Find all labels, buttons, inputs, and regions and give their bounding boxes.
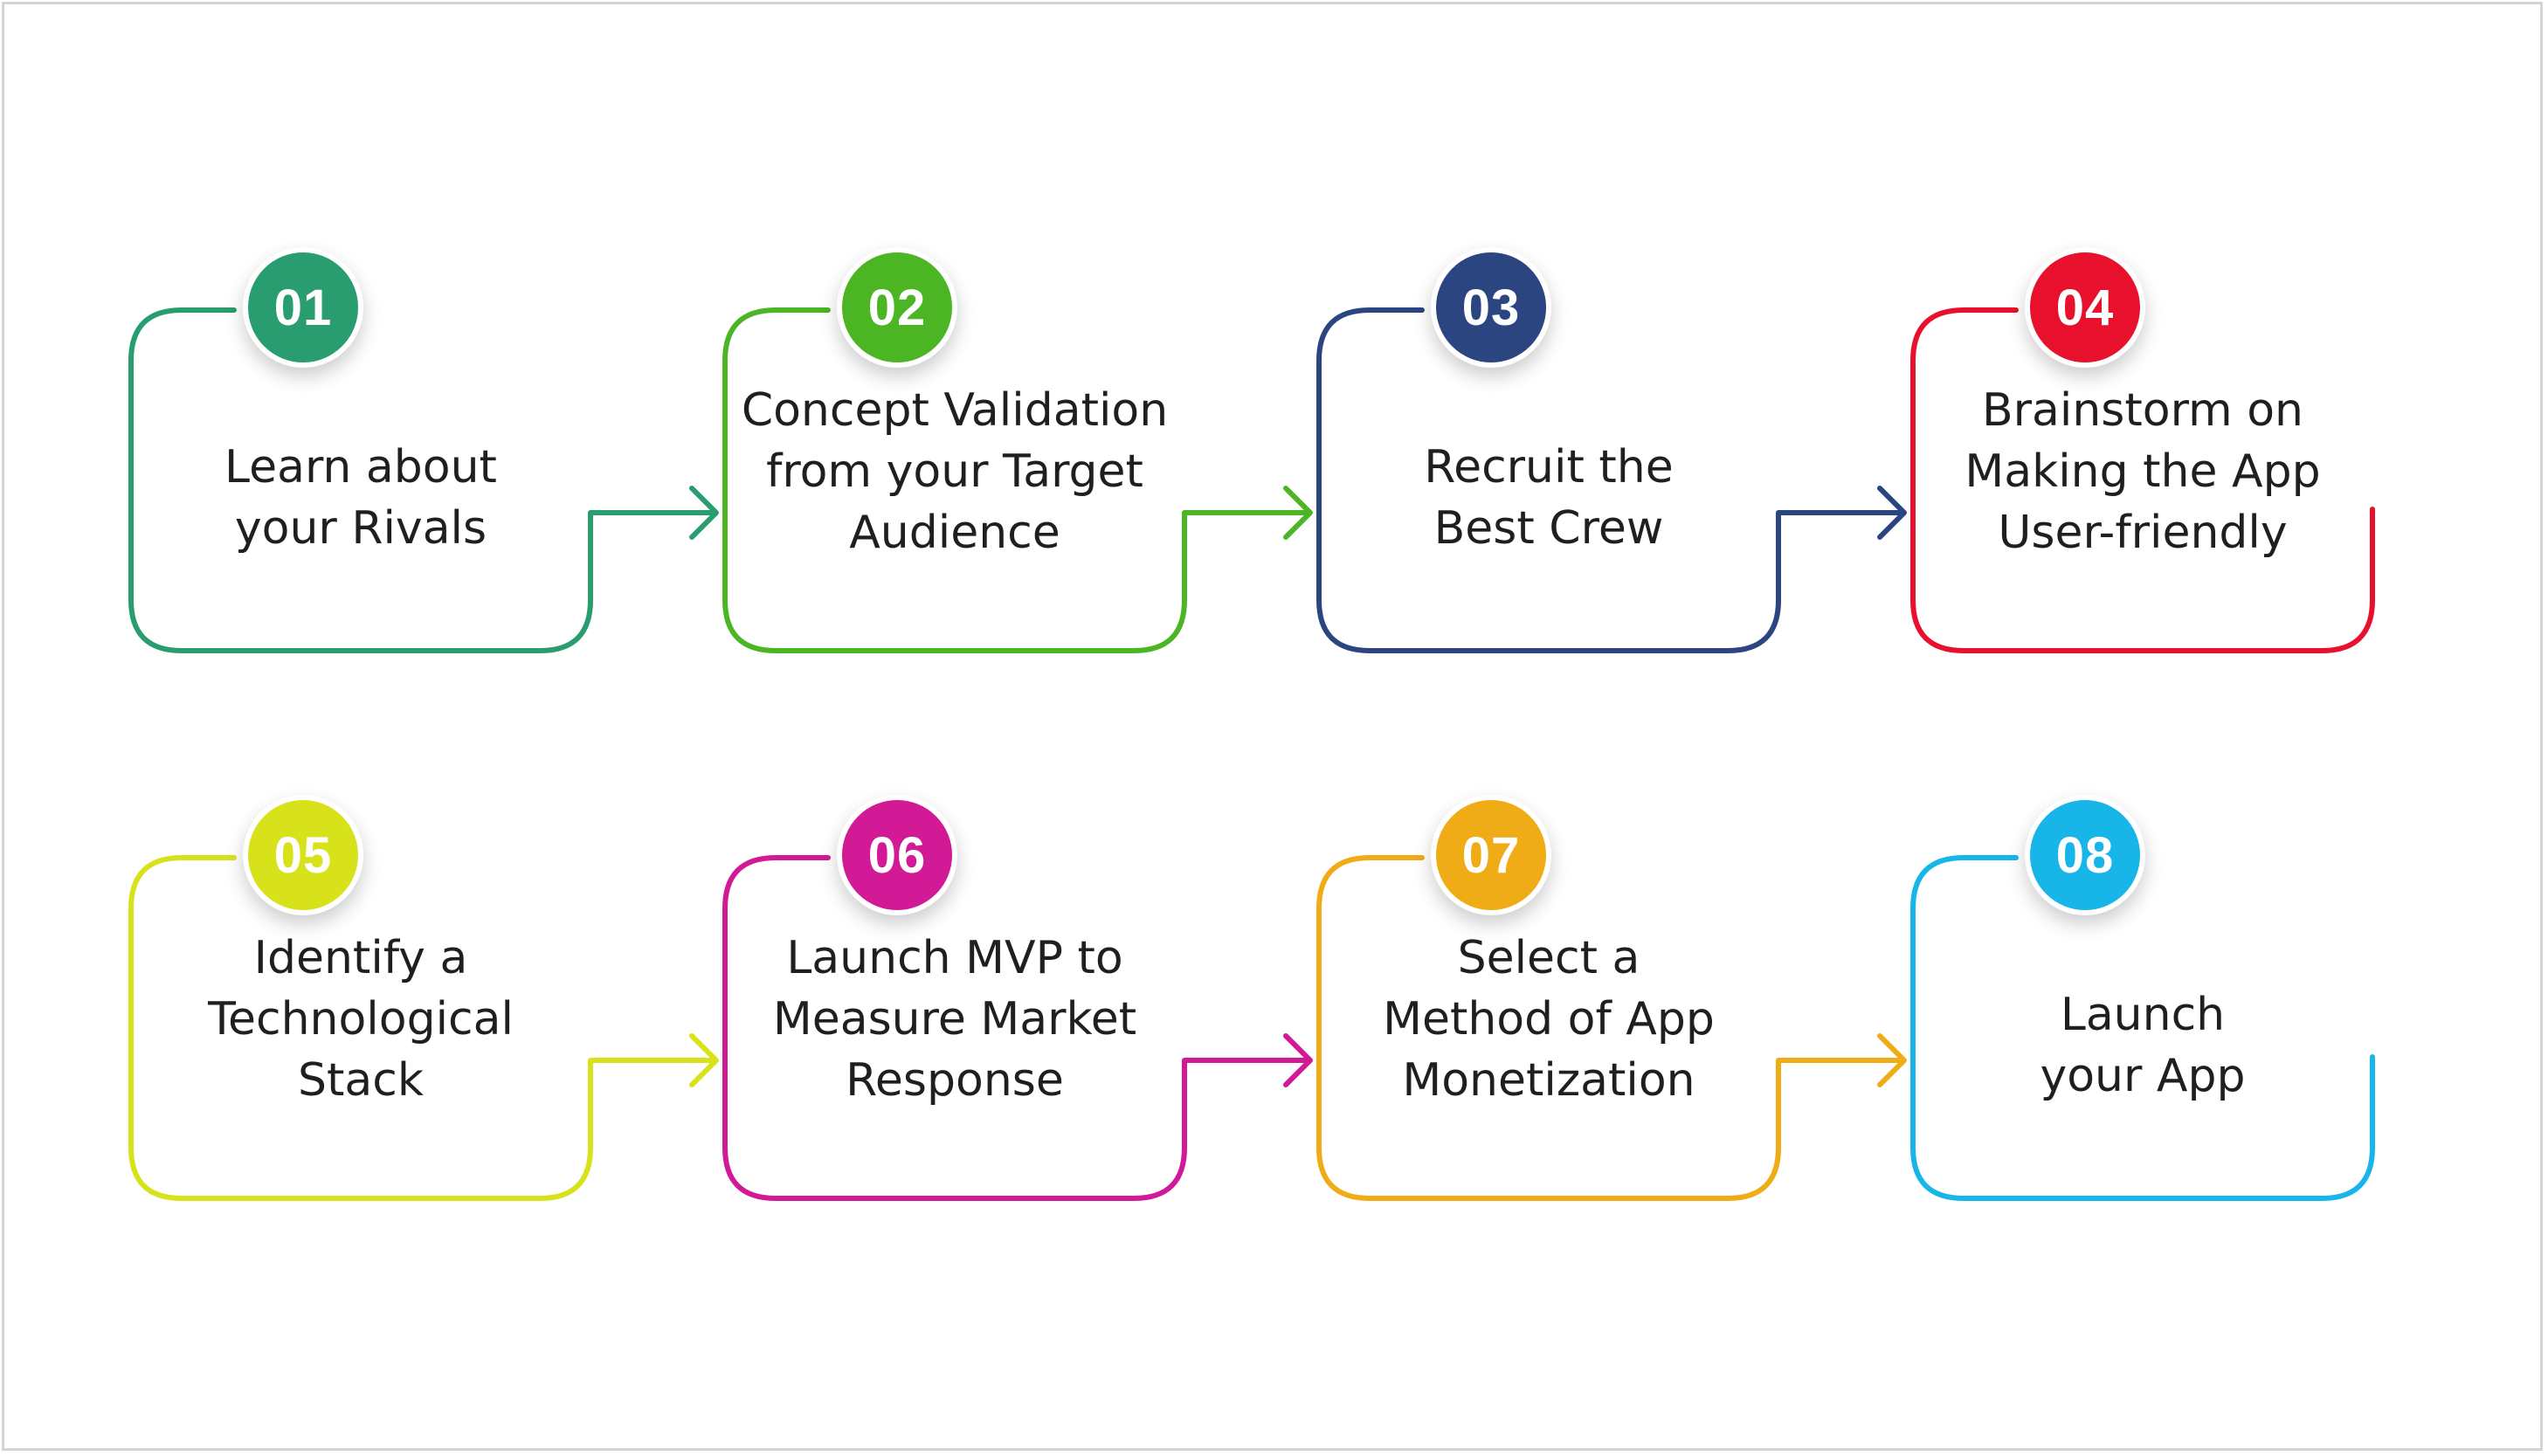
step-06-badge: 06	[837, 795, 957, 915]
step-06-connector-arrow	[722, 855, 1313, 1201]
step-number: 01	[273, 279, 333, 336]
step-label-line: Learn about	[224, 441, 497, 493]
step-08-badge: 08	[2025, 795, 2145, 915]
step-label-line: Technological	[208, 993, 514, 1045]
step-number: 08	[2055, 826, 2115, 884]
step-number: 05	[273, 826, 333, 884]
step-label-line: Launch	[2060, 989, 2226, 1041]
step-01-label: Learn about your Rivals	[140, 437, 582, 559]
step-label-line: Best Crew	[1433, 502, 1664, 555]
step-label-line: User-friendly	[1998, 507, 2288, 559]
step-number: 07	[1461, 826, 1521, 884]
step-04-badge: 04	[2025, 247, 2145, 368]
step-03-connector-arrow	[1316, 307, 1907, 653]
step-label-line: Measure Market	[772, 993, 1137, 1045]
step-number: 06	[867, 826, 927, 884]
step-number: 03	[1461, 279, 1521, 336]
step-label-line: Method of App	[1383, 993, 1715, 1045]
step-label-line: Brainstorm on	[1981, 384, 2304, 437]
step-02-connector-arrow	[722, 307, 1313, 653]
step-label-line: Audience	[849, 507, 1060, 559]
step-label-line: Making the App	[1965, 445, 2321, 498]
step-label-line: your App	[2040, 1050, 2246, 1102]
step-label-line: your Rivals	[234, 502, 487, 555]
step-label-line: Stack	[298, 1054, 424, 1107]
step-label-line: Response	[846, 1054, 1064, 1107]
step-01-badge: 01	[243, 247, 363, 368]
step-01-connector-arrow	[128, 307, 719, 653]
step-number: 04	[2055, 279, 2115, 336]
step-number: 02	[867, 279, 927, 336]
step-04-outline	[1910, 307, 2375, 653]
step-label-line: Identify a	[253, 932, 468, 984]
step-08-label: Launch your App	[1922, 984, 2364, 1107]
step-label-line: Concept Validation	[741, 384, 1169, 437]
step-label-line: Monetization	[1402, 1054, 1695, 1107]
step-03-badge: 03	[1431, 247, 1551, 368]
step-07-badge: 07	[1431, 795, 1551, 915]
step-07-connector-arrow	[1316, 855, 1907, 1201]
step-05-badge: 05	[243, 795, 363, 915]
step-08-outline	[1910, 855, 2375, 1201]
step-label-line: from your Target	[766, 445, 1143, 498]
step-05-connector-arrow	[128, 855, 719, 1201]
step-label-line: Recruit the	[1424, 441, 1674, 493]
step-label-line: Select a	[1457, 932, 1640, 984]
step-label-line: Launch MVP to	[786, 932, 1123, 984]
step-02-badge: 02	[837, 247, 957, 368]
